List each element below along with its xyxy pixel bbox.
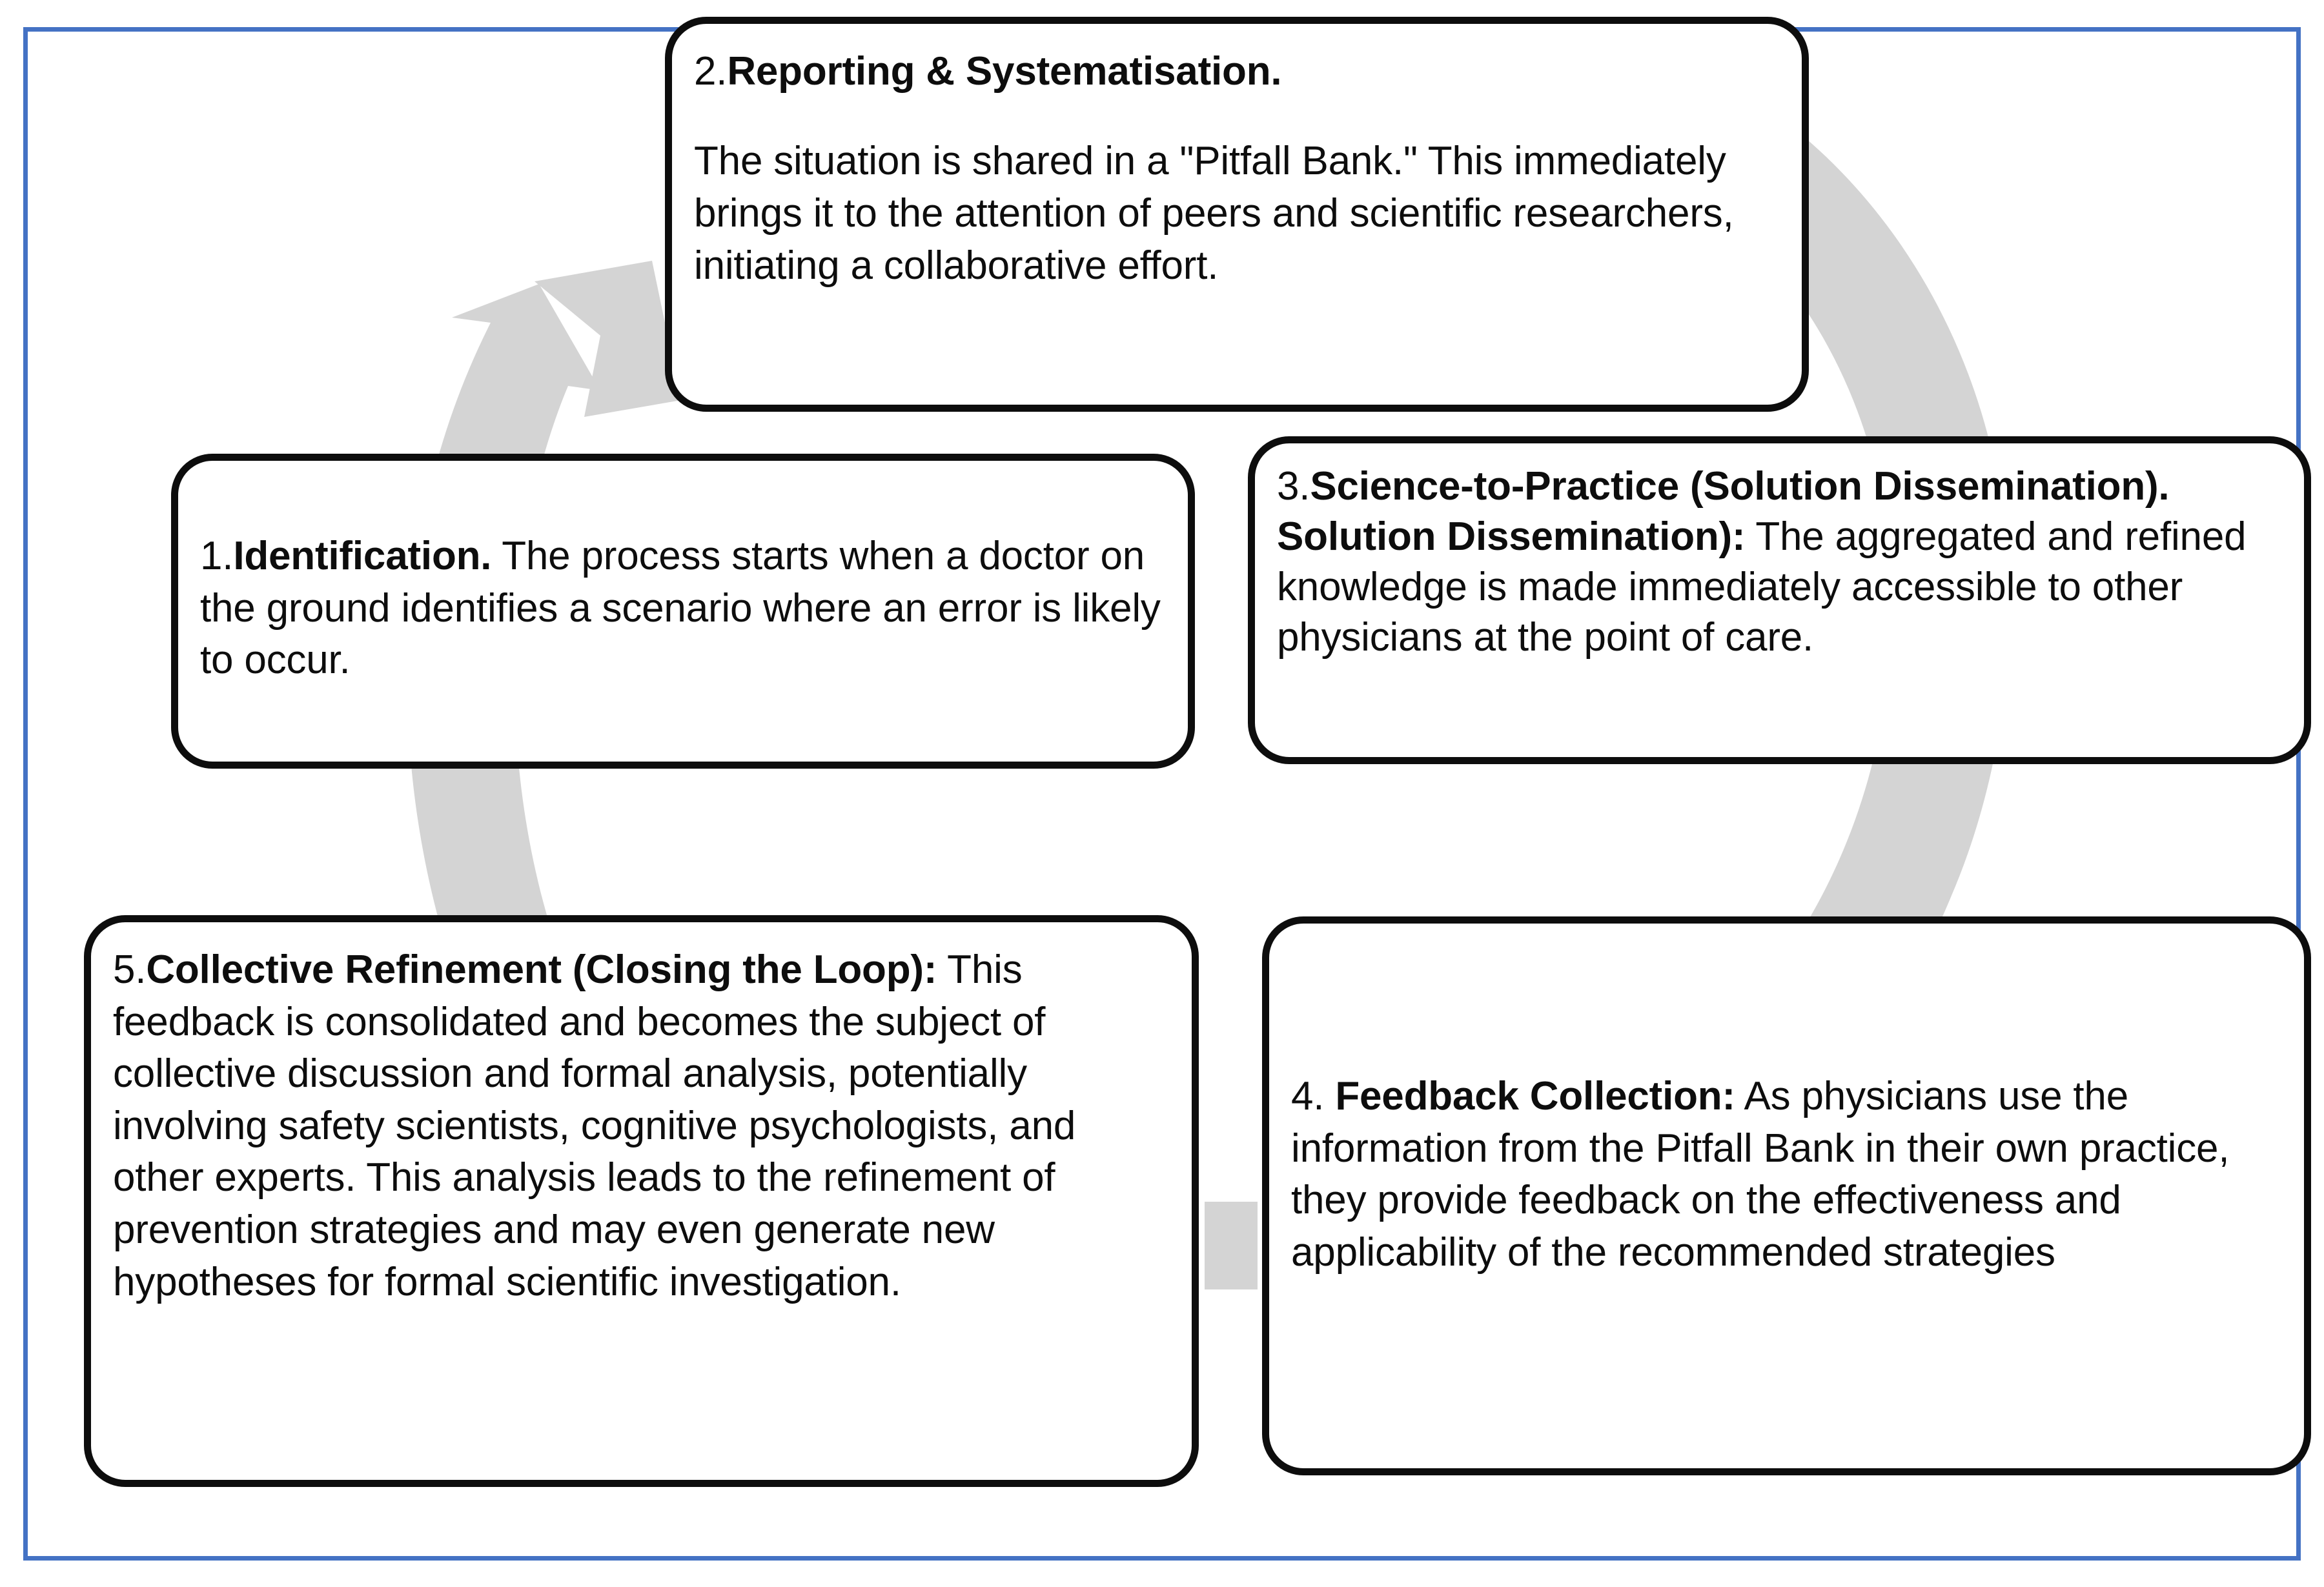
step-4-heading: Feedback Collection: bbox=[1335, 1074, 1735, 1118]
step-1-heading: Identification. bbox=[233, 534, 492, 578]
step-1-body: The process starts when a doctor on the … bbox=[200, 534, 1161, 683]
step-3-body: The aggregated and refined knowledge is … bbox=[1277, 514, 2247, 660]
step-2-heading-line: 2.Reporting & Systematisation. bbox=[694, 46, 1780, 98]
step-1-text: 1.Identification. The process starts whe… bbox=[200, 531, 1166, 687]
step-2-number: 2. bbox=[694, 49, 728, 94]
step-1-number: 1. bbox=[200, 534, 234, 578]
step-5-number: 5. bbox=[113, 947, 147, 992]
process-box-collective-refinement[interactable]: 5.Collective Refinement (Closing the Loo… bbox=[84, 915, 1199, 1487]
step-5-heading: Collective Refinement (Closing the Loop)… bbox=[146, 947, 937, 992]
process-box-science-to-practice[interactable]: 3.Science-to-Practice (Solution Dissemin… bbox=[1248, 436, 2311, 764]
process-box-reporting-systematisation[interactable]: 2.Reporting & Systematisation. The situa… bbox=[665, 17, 1809, 412]
process-box-identification[interactable]: 1.Identification. The process starts whe… bbox=[171, 454, 1195, 769]
step-5-body: This feedback is consolidated and become… bbox=[113, 947, 1076, 1304]
cycle-arrow-nub-icon bbox=[1205, 1202, 1258, 1289]
process-box-feedback-collection[interactable]: 4. Feedback Collection: As physicians us… bbox=[1262, 916, 2311, 1475]
step-2-heading: Reporting & Systematisation. bbox=[727, 49, 1282, 94]
step-3-number: 3. bbox=[1277, 464, 1310, 509]
step-4-text: 4. Feedback Collection: As physicians us… bbox=[1291, 1071, 2282, 1279]
step-5-text: 5.Collective Refinement (Closing the Loo… bbox=[113, 944, 1170, 1308]
step-3-heading: Science-to-Practice (Solution Disseminat… bbox=[1277, 464, 2170, 560]
step-3-text: 3.Science-to-Practice (Solution Dissemin… bbox=[1277, 461, 2282, 663]
step-2-body: The situation is shared in a "Pitfall Ba… bbox=[694, 139, 1734, 288]
step-4-number: 4. bbox=[1291, 1074, 1336, 1118]
cycle-arrow-right-icon bbox=[1690, 129, 2009, 1146]
step-4-body: As physicians use the information from t… bbox=[1291, 1074, 2230, 1275]
cycle-arrowhead-icon bbox=[535, 261, 681, 417]
